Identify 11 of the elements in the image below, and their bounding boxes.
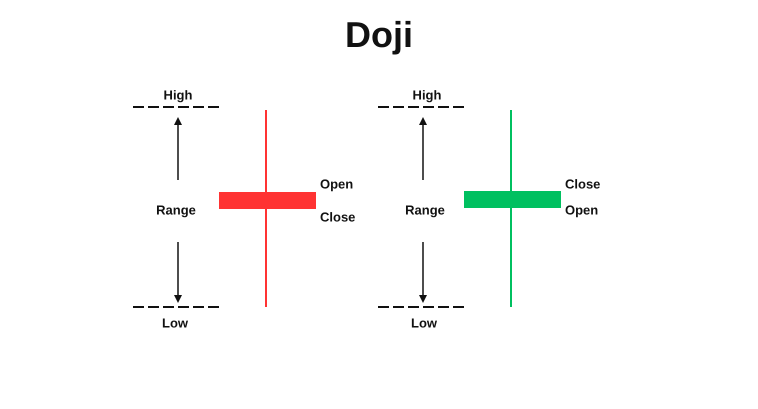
- price-label: Close: [565, 176, 600, 192]
- price-label: Close: [320, 210, 356, 224]
- level-label: Low: [162, 316, 188, 330]
- title: Doji: [345, 14, 413, 56]
- level-label: High: [412, 88, 442, 102]
- range-label: Range: [156, 202, 196, 218]
- price-label: Open: [320, 176, 354, 192]
- price-label: Open: [565, 202, 598, 218]
- level-label: Low: [411, 316, 437, 330]
- level-label: High: [164, 88, 192, 102]
- range-label: Range: [405, 202, 445, 218]
